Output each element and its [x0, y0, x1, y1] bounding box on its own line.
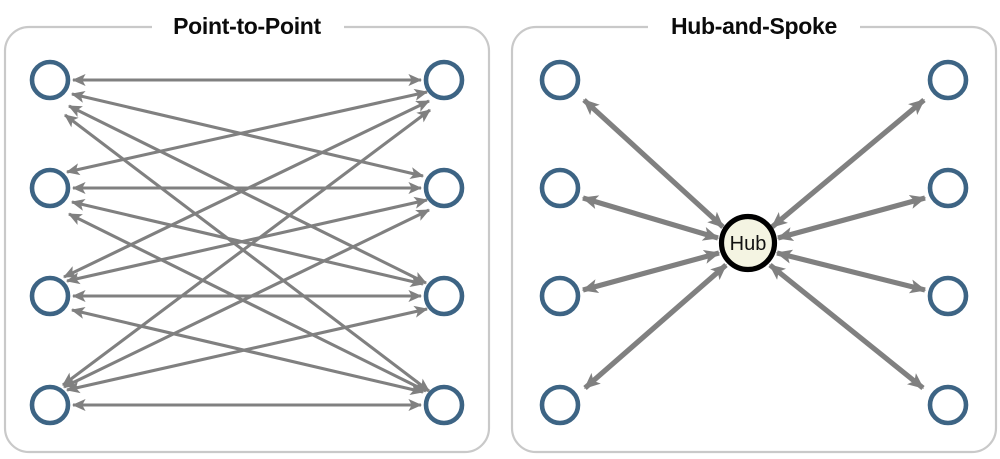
hub-left-node-3[interactable]: [539, 275, 581, 317]
spoke-edge: [581, 195, 720, 241]
p2p-edge: [65, 305, 429, 394]
hub-left-node-2[interactable]: [539, 167, 581, 209]
spoke-edge: [768, 262, 925, 391]
p2p-right-node-3[interactable]: [423, 275, 465, 317]
panel-title-hub-and-spoke: Hub-and-Spoke: [671, 13, 837, 39]
panel-title-mask-right: [648, 10, 860, 44]
hub-right-node-1[interactable]: [927, 59, 969, 101]
hub-left-node-4[interactable]: [539, 384, 581, 426]
p2p-right-node-1[interactable]: [423, 59, 465, 101]
hub-right-node-4[interactable]: [927, 384, 969, 426]
panel-title-mask-left: [152, 10, 344, 44]
p2p-left-node-2[interactable]: [29, 167, 71, 209]
panel-title-point-to-point: Point-to-Point: [173, 13, 321, 39]
p2p-left-node-4[interactable]: [29, 384, 71, 426]
p2p-right-node-4[interactable]: [423, 384, 465, 426]
hub-right-node-3[interactable]: [927, 275, 969, 317]
spoke-edge-group: [581, 98, 927, 391]
hub-node[interactable]: [718, 213, 778, 273]
hub-right-node-2[interactable]: [927, 167, 969, 209]
hub-node-label: Hub: [730, 233, 767, 255]
hub-left-node-1[interactable]: [539, 59, 581, 101]
p2p-left-node-1[interactable]: [29, 59, 71, 101]
p2p-edge-group: [62, 73, 431, 412]
p2p-left-node-3[interactable]: [29, 275, 71, 317]
spoke-edge: [776, 195, 927, 241]
panel-point-to-point: Point-to-Point: [3, 10, 491, 454]
p2p-right-node-2[interactable]: [423, 167, 465, 209]
panel-hub-and-spoke: Hub Hub-and-Spoke: [510, 10, 998, 454]
spoke-edge: [583, 263, 728, 390]
